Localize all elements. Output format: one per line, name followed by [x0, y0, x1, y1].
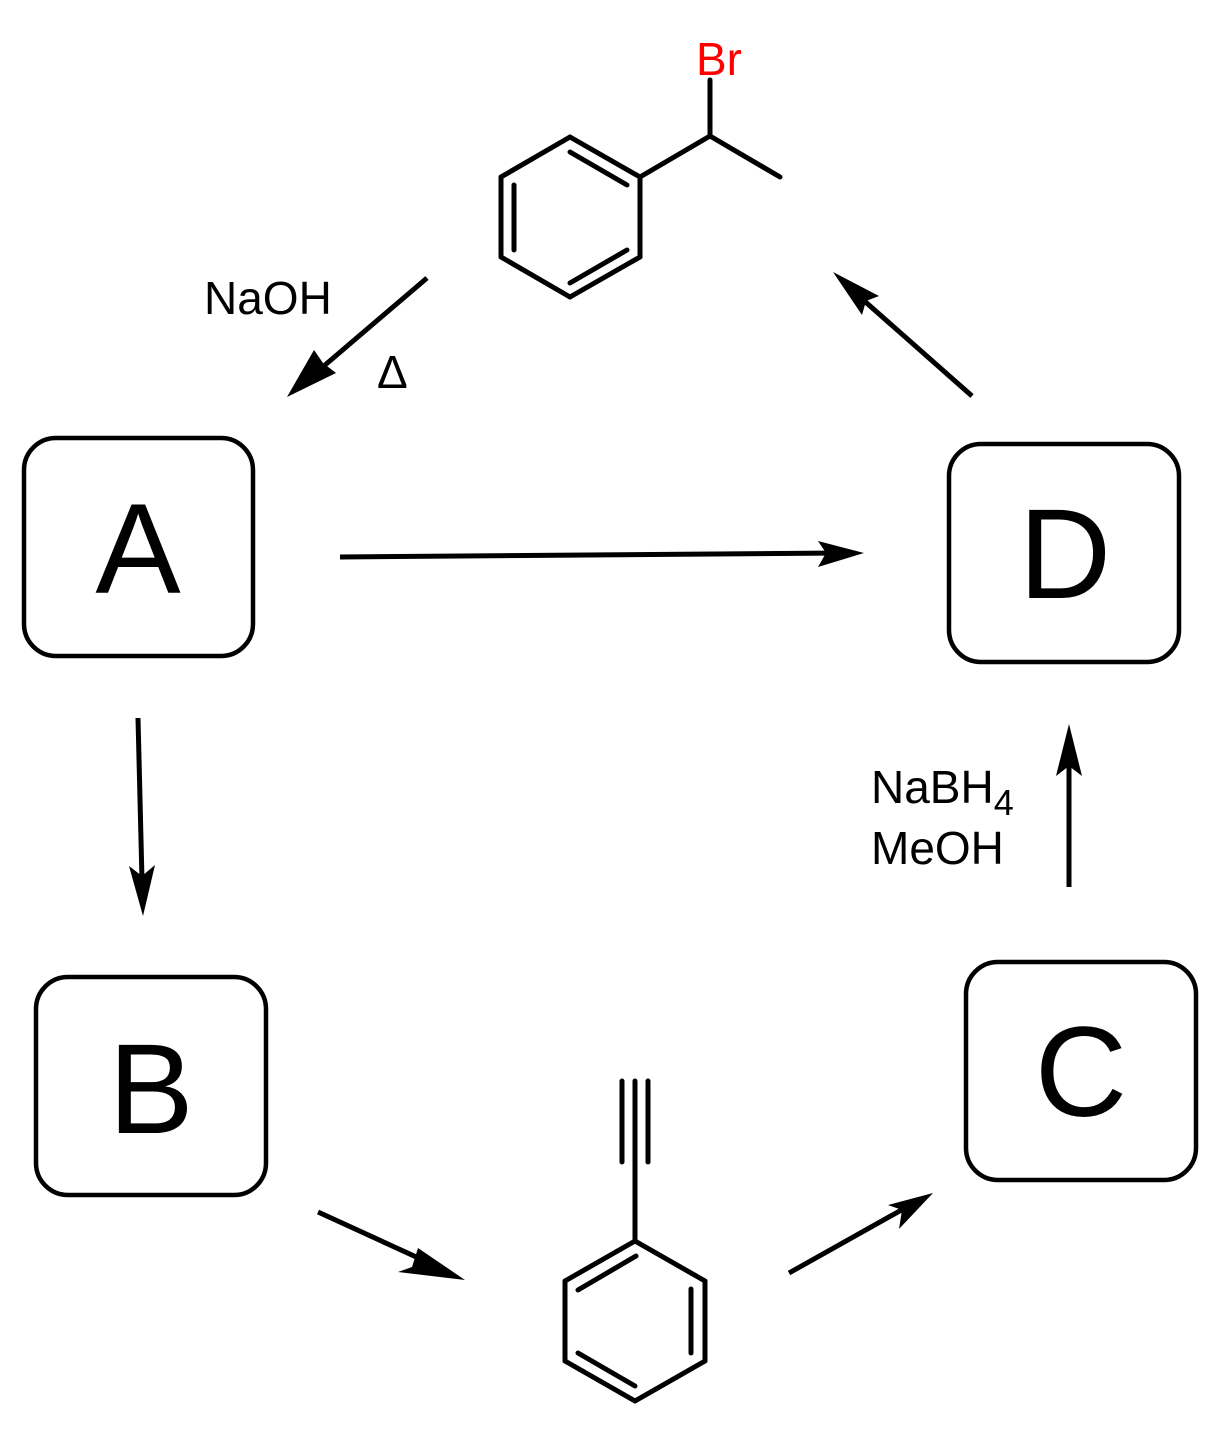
arrow-C-to-D: [1056, 724, 1082, 887]
bond-ch-to-methyl: [707, 133, 783, 180]
box-C: C: [963, 959, 1199, 1183]
box-D-label: D: [1019, 483, 1111, 626]
reagent-heat: Δ: [377, 346, 408, 398]
box-A: A: [21, 435, 256, 659]
reagent-nabh4-subscript: 4: [994, 782, 1014, 823]
arrow-alkyne-to-C: [787, 1193, 933, 1276]
benzene-ring: [498, 134, 643, 300]
reagent-nabh4: NaBH4: [871, 761, 1014, 823]
bromine-atom-label: Br: [696, 33, 742, 85]
arrow-A-to-B: [129, 717, 155, 916]
triple-bond: [619, 1078, 651, 1165]
alkyne-compound: [562, 1078, 708, 1404]
box-D: D: [946, 441, 1182, 665]
arrow-start-to-A: [287, 276, 429, 397]
box-B: B: [33, 974, 269, 1198]
reagent-nabh4-main: NaBH: [871, 761, 994, 813]
benzene-ring-2: [562, 1238, 708, 1404]
arrow-D-to-start: [833, 272, 974, 398]
arrow-B-to-alkyne: [316, 1209, 465, 1280]
start-compound: Br: [498, 33, 783, 300]
box-B-label: B: [108, 1018, 193, 1161]
reagent-naoh: NaOH: [204, 272, 332, 324]
bond-ring-to-ch: [637, 133, 713, 180]
arrow-A-to-D: [339, 541, 864, 567]
box-A-label: A: [95, 478, 181, 621]
reagent-meoh: MeOH: [871, 822, 1004, 874]
box-C-label: C: [1035, 1001, 1127, 1144]
